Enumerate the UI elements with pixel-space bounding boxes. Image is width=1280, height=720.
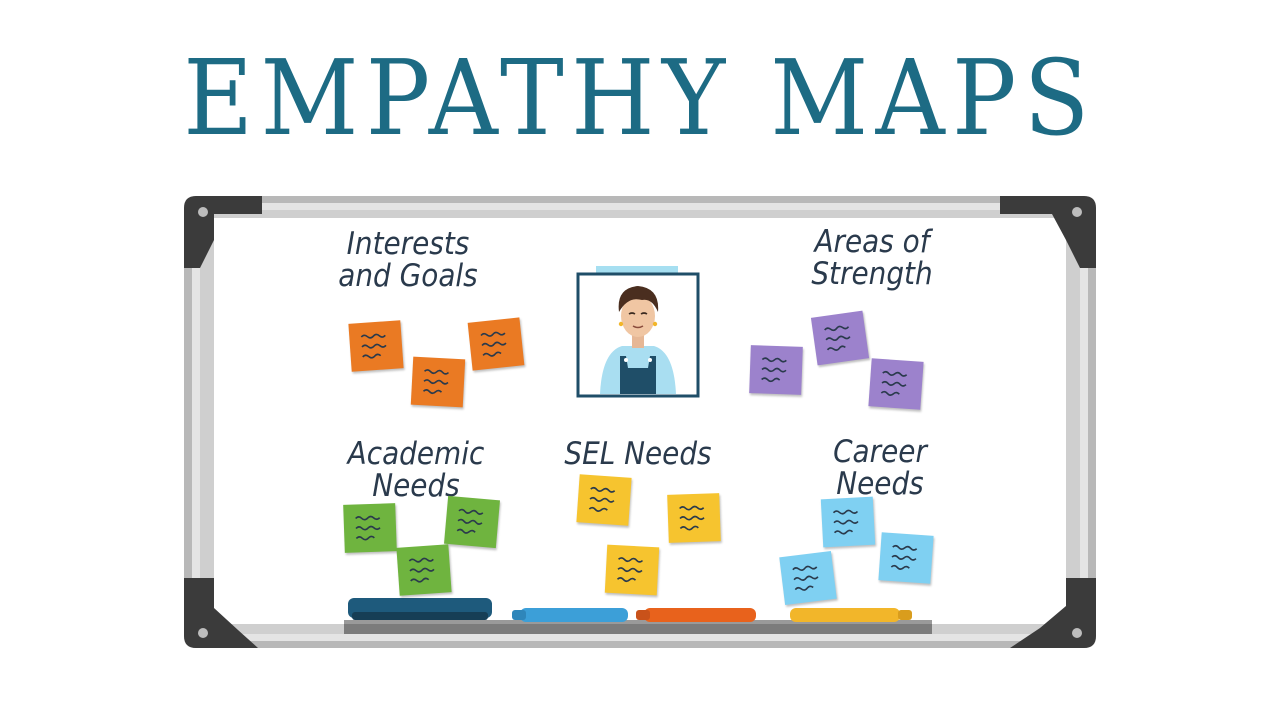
section-label-career-needs: Career Needs (799, 436, 961, 500)
section-label-areas-of-strength: Areas of Strength (791, 226, 953, 290)
sticky-note (749, 345, 803, 395)
corner-bracket-bottom-right (1010, 578, 1096, 648)
eraser (348, 598, 492, 620)
sticky-note (604, 544, 660, 596)
marker-yellow (790, 608, 912, 622)
sticky-note (868, 358, 924, 410)
label-line: Needs (836, 466, 924, 502)
page-title: EMPATHY MAPS (183, 37, 1097, 159)
corner-bracket-top-left (184, 196, 262, 268)
sticky-note (667, 493, 721, 543)
section-label-academic-needs: Academic Needs (335, 438, 497, 502)
sticky-note (810, 310, 870, 366)
sticky-note (444, 495, 500, 549)
sticky-note (576, 474, 632, 526)
label-line: SEL Needs (564, 436, 712, 472)
marker-blue (512, 608, 628, 622)
corner-bracket-top-right (1000, 196, 1096, 268)
label-line: Areas of (814, 224, 930, 260)
label-line: and Goals (338, 258, 478, 294)
sticky-note (348, 320, 404, 372)
label-line: Strength (811, 256, 933, 292)
sticky-note (410, 356, 466, 408)
corner-bracket-bottom-left (184, 578, 258, 648)
student-portrait (576, 266, 700, 398)
marker-orange (636, 608, 756, 622)
sticky-note (467, 317, 525, 371)
sticky-note (396, 544, 452, 596)
sticky-note (343, 503, 397, 553)
section-label-interests-and-goals: Interests and Goals (327, 228, 489, 292)
section-label-sel-needs: SEL Needs (557, 438, 719, 470)
label-line: Career (833, 434, 927, 470)
sticky-note (878, 532, 934, 584)
sticky-note (820, 496, 876, 548)
label-line: Interests (346, 226, 470, 262)
label-line: Needs (372, 468, 460, 504)
sticky-note (779, 551, 837, 605)
label-line: Academic (347, 436, 485, 472)
